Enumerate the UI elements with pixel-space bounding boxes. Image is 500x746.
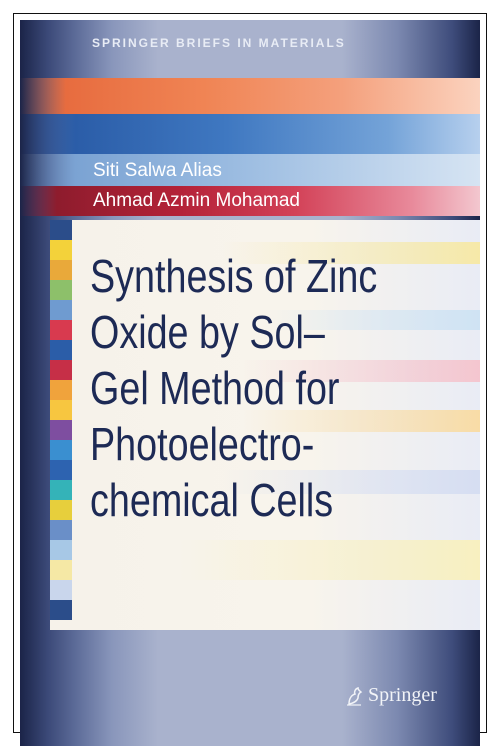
color-band: [50, 470, 480, 494]
color-band: [50, 410, 480, 432]
color-band: [50, 540, 480, 580]
springer-horse-icon: [347, 686, 363, 706]
publisher-logo: Springer: [345, 684, 437, 707]
author-name: Siti Salwa Alias: [93, 160, 222, 181]
orange-stripe: [20, 78, 480, 114]
red-stripe: [20, 186, 480, 216]
author-name: Ahmad Azmin Mohamad: [93, 190, 300, 211]
color-band: [50, 242, 480, 264]
color-band: [50, 360, 480, 382]
book-cover: SPRINGER BRIEFS IN MATERIALS Siti Salwa …: [20, 20, 480, 746]
publisher-name: Springer: [368, 684, 437, 706]
color-band: [50, 310, 480, 330]
series-label: SPRINGER BRIEFS IN MATERIALS: [92, 36, 346, 50]
blue-stripe: [20, 114, 480, 154]
light-blue-stripe: [20, 154, 480, 186]
title-panel: [50, 220, 480, 630]
color-spine: [50, 220, 72, 630]
